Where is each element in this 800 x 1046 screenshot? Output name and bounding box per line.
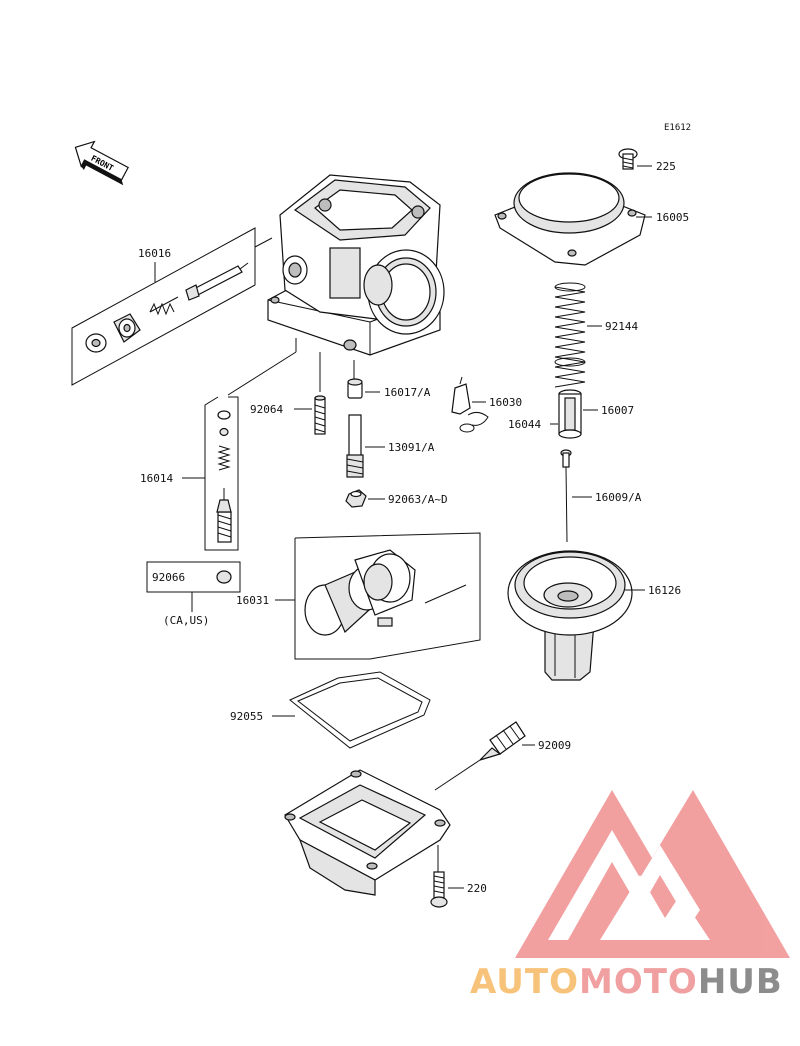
label-16007: 16007 <box>601 404 634 417</box>
part-16017 <box>347 378 363 399</box>
watermark-wordmark: AUTOMOTOHUB <box>470 962 783 1002</box>
carburetor-body <box>267 174 445 356</box>
part-92144 <box>554 282 586 388</box>
label-92144: 92144 <box>605 320 638 333</box>
label-16016: 16016 <box>138 247 171 260</box>
part-220 <box>430 871 448 908</box>
label-16031: 16031 <box>236 594 269 607</box>
part-92055 <box>289 671 431 749</box>
label-225: 225 <box>656 160 676 173</box>
part-16126 <box>507 550 633 681</box>
watermark-part-hub: HUB <box>697 962 783 1002</box>
label-92009: 92009 <box>538 739 571 752</box>
label-92063: 92063/A~D <box>388 493 448 506</box>
part-92064 <box>314 395 326 435</box>
label-13091: 13091/A <box>388 441 435 454</box>
part-13091 <box>346 414 364 478</box>
label-92066: 92066 <box>152 571 185 584</box>
part-92066-box <box>146 561 241 612</box>
watermark-part-moto: MOTO <box>578 962 698 1002</box>
part-16009 <box>560 449 572 543</box>
watermark-logo-icon <box>515 790 790 958</box>
label-16030: 16030 <box>489 396 522 409</box>
jet-kit-16014 <box>182 396 239 551</box>
label-92064: 92064 <box>250 403 283 416</box>
label-16005: 16005 <box>656 211 689 224</box>
float-bowl <box>284 769 451 896</box>
watermark-part-auto: AUTO <box>470 962 579 1002</box>
front-arrow-icon: FRONT <box>74 140 129 186</box>
part-16007 <box>558 389 582 439</box>
part-225 <box>618 148 638 170</box>
label-16014: 16014 <box>140 472 173 485</box>
part-16005 <box>494 172 646 266</box>
label-16017: 16017/A <box>384 386 431 399</box>
label-16044: 16044 <box>508 418 541 431</box>
label-16126: 16126 <box>648 584 681 597</box>
label-16009: 16009/A <box>595 491 642 504</box>
label-220: 220 <box>467 882 487 895</box>
part-16030 <box>451 376 489 433</box>
part-16031 <box>275 532 481 660</box>
diagram-code: E1612 <box>664 123 691 133</box>
label-92055: 92055 <box>230 710 263 723</box>
label-region-ca-us: (CA,US) <box>163 614 209 627</box>
part-92063 <box>345 489 367 508</box>
pilot-screw-kit-16016 <box>71 227 273 386</box>
part-92009 <box>479 721 526 761</box>
